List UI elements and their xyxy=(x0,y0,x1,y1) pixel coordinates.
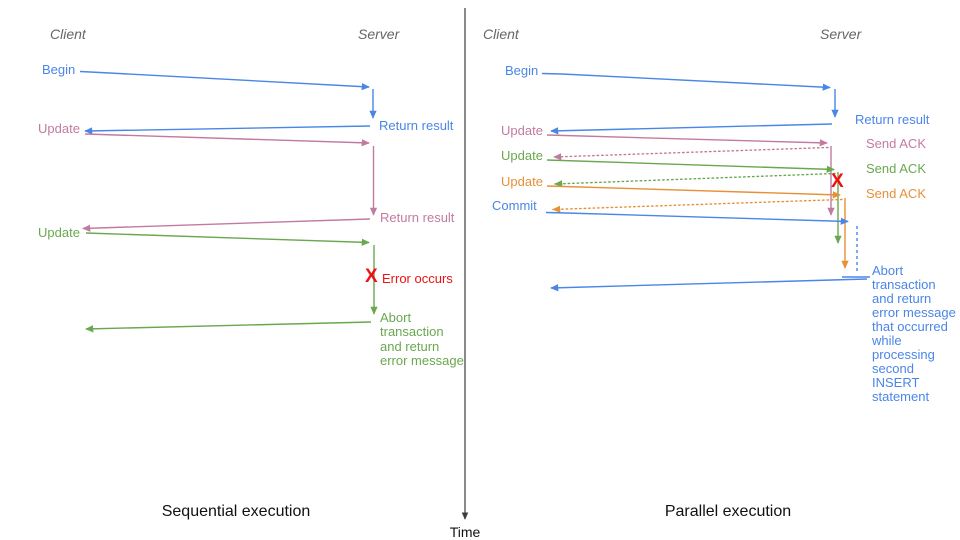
right-begin-label: Begin xyxy=(505,63,539,78)
right-abort-return-arrow xyxy=(550,278,868,292)
left-update-2-arrow xyxy=(85,232,370,246)
left-update-2-label: Update xyxy=(38,225,80,240)
left-client-header: Client xyxy=(50,26,86,42)
right-server-header: Server xyxy=(820,26,862,42)
left-begin-arrow xyxy=(79,70,370,91)
left-server-header: Server xyxy=(358,26,400,42)
right-update-3-arrow xyxy=(546,185,841,199)
left-return-result-2-label: Return result xyxy=(380,210,455,225)
left-abort-return-arrow xyxy=(85,321,372,333)
left-return-result-2-arrow xyxy=(82,218,371,232)
right-send-ack-1-arrow xyxy=(553,146,829,161)
right-update-1-arrow xyxy=(546,134,828,147)
right-update-2-label: Update xyxy=(501,148,543,163)
left-abort-message: Abort transaction and return error messa… xyxy=(380,310,464,368)
right-commit-label: Commit xyxy=(492,198,537,213)
left-return-result-1-arrow xyxy=(84,125,371,135)
right-begin-arrow xyxy=(541,72,831,91)
time-axis-label: Time xyxy=(449,524,481,540)
left-caption: Sequential execution xyxy=(161,503,311,520)
left-error-x-mark: X xyxy=(365,266,378,287)
left-error-occurs-label: Error occurs xyxy=(382,271,453,286)
right-return-result-label: Return result xyxy=(855,112,930,127)
left-return-result-1-label: Return result xyxy=(379,118,454,133)
right-send-ack-1-label: Send ACK xyxy=(866,136,926,151)
right-send-ack-2-label: Send ACK xyxy=(866,161,926,176)
right-send-ack-2-arrow xyxy=(554,172,836,188)
right-client-header: Client xyxy=(483,26,519,42)
right-return-result-arrow xyxy=(550,123,833,135)
right-send-ack-3-label: Send ACK xyxy=(866,186,926,201)
right-update-2-arrow xyxy=(546,159,835,173)
right-commit-arrow xyxy=(545,211,849,225)
right-update-3-label: Update xyxy=(501,174,543,189)
right-error-x-mark: X xyxy=(831,171,844,192)
left-begin-label: Begin xyxy=(42,62,76,77)
left-update-1-label: Update xyxy=(38,121,80,136)
right-caption: Parallel execution xyxy=(664,503,792,520)
left-update-1-arrow xyxy=(84,133,370,147)
right-update-1-label: Update xyxy=(501,123,543,138)
right-send-ack-3-arrow xyxy=(552,198,843,213)
right-abort-message: Abort transaction and return error messa… xyxy=(872,263,956,404)
